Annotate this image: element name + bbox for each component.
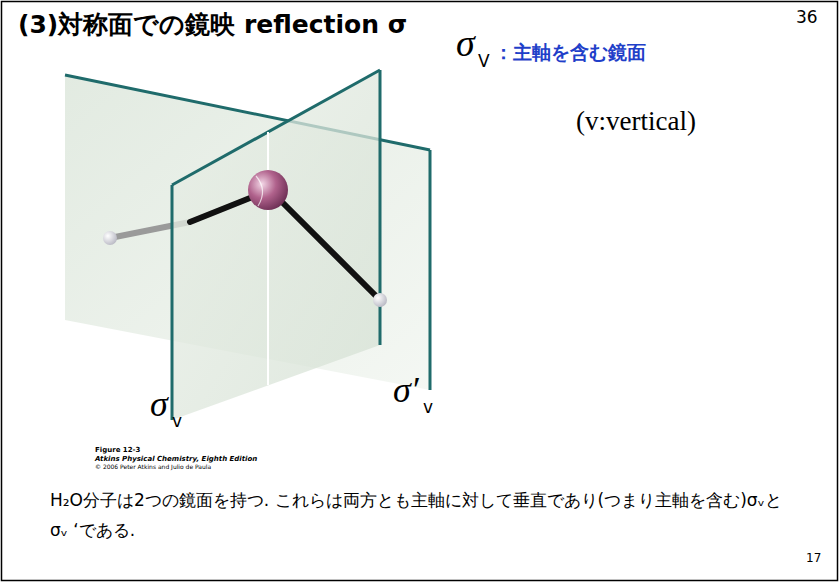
mirror-plane bbox=[172, 70, 380, 420]
note: (v:vertical) bbox=[576, 106, 696, 137]
subscript: V bbox=[478, 52, 490, 72]
plane-label: σ′ bbox=[393, 370, 419, 411]
slide-title: (3)対称面での鏡映 reflection σ bbox=[18, 8, 407, 41]
intersection-line bbox=[267, 132, 269, 385]
figure-credit: Figure 12-3 bbox=[95, 446, 140, 454]
subscript: v bbox=[423, 398, 433, 418]
figure-credit: © 2006 Peter Atkins and Julio de Paula bbox=[95, 464, 211, 471]
subscript: v bbox=[172, 412, 182, 432]
symbol: σ bbox=[456, 22, 475, 66]
oxygen-atom bbox=[248, 170, 288, 210]
bond bbox=[190, 196, 255, 222]
bond bbox=[280, 200, 378, 298]
slide-number: 36 bbox=[796, 8, 818, 28]
plane-label: σ bbox=[150, 384, 168, 425]
hydrogen-atom bbox=[373, 293, 387, 307]
page-number: 17 bbox=[806, 552, 821, 566]
caption-paragraph: H₂O分子は2つの鏡面を持つ. これらは両方とも主軸に対して垂直であり(つまり主… bbox=[50, 486, 795, 546]
hydrogen-atom bbox=[103, 231, 117, 245]
figure-credit: Atkins Physical Chemistry, Eighth Editio… bbox=[95, 455, 257, 463]
definition: ：主軸を含む鏡面 bbox=[494, 42, 646, 64]
